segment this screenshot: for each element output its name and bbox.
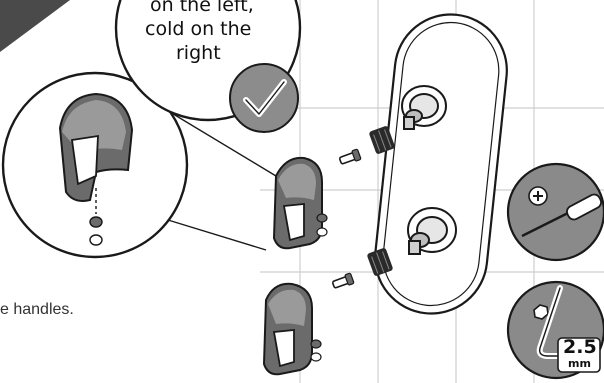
hex-size-label: 2.5 <box>563 336 597 358</box>
lever-handle-upper <box>272 156 323 250</box>
spline-adapter-upper <box>369 126 395 154</box>
instruction-text: e handles. <box>0 301 74 318</box>
lever-handle-lower <box>262 282 313 376</box>
magnified-handle-detail <box>1 71 189 259</box>
callout-line-2: cold on the <box>145 18 252 40</box>
corner-tab <box>0 0 70 52</box>
spline-adapter-lower <box>367 248 393 276</box>
hex-icon <box>533 304 549 320</box>
checkmark-badge <box>229 63 299 133</box>
hex-unit-label: mm <box>568 357 591 370</box>
callout-line-3: right <box>176 42 221 64</box>
valve-cartridge-lower <box>407 207 457 255</box>
hex-key-tool-badge <box>506 280 604 380</box>
screwdriver-tool-badge <box>506 162 604 262</box>
screw-upper <box>338 148 362 165</box>
screw-lower <box>331 272 355 289</box>
valve-cartridge-upper <box>401 85 447 130</box>
grub-screw-upper <box>316 213 328 237</box>
grub-screw-lower <box>310 339 322 362</box>
callout-line-1: on the left, <box>150 0 254 16</box>
cover-plate <box>374 13 508 315</box>
